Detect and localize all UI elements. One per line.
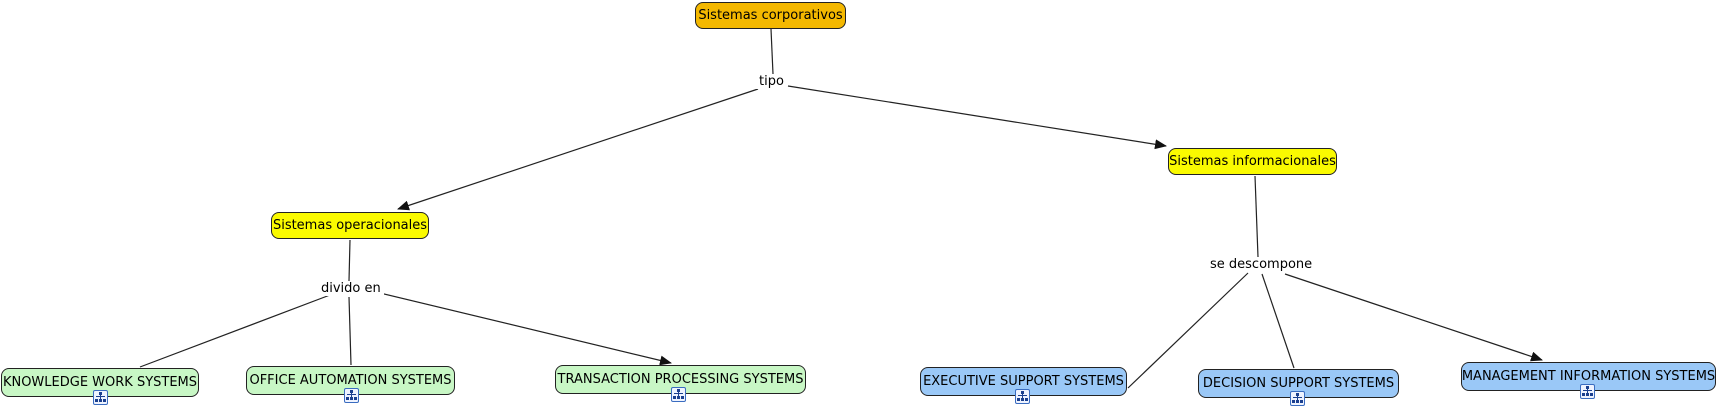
connector-descompone-executive bbox=[1127, 272, 1249, 389]
node-sistemas-corporativos[interactable]: Sistemas corporativos bbox=[695, 2, 846, 29]
submap-icon[interactable] bbox=[93, 390, 108, 405]
node-label: Sistemas informacionales bbox=[1169, 154, 1336, 169]
submap-icon[interactable] bbox=[1580, 384, 1595, 399]
node-label: MANAGEMENT INFORMATION SYSTEMS bbox=[1461, 369, 1716, 384]
connector-operacionales-divido bbox=[348, 239, 351, 282]
node-label: Sistemas corporativos bbox=[698, 8, 843, 23]
node-label: DECISION SUPPORT SYSTEMS bbox=[1202, 376, 1395, 391]
connector-root-tipo bbox=[770, 28, 774, 75]
link-label-tipo: tipo bbox=[756, 74, 787, 89]
node-label: EXECUTIVE SUPPORT SYSTEMS bbox=[923, 374, 1124, 389]
link-label-se-descompone: se descompone bbox=[1207, 257, 1316, 272]
node-label: OFFICE AUTOMATION SYSTEMS bbox=[249, 373, 452, 388]
submap-icon[interactable] bbox=[1015, 389, 1030, 404]
connector-tipo-operacionales bbox=[397, 88, 759, 211]
connector-divido-knowledge bbox=[139, 294, 331, 368]
submap-icon[interactable] bbox=[671, 387, 686, 402]
node-sistemas-operacionales[interactable]: Sistemas operacionales bbox=[271, 212, 429, 239]
link-label-divido-en: divido en bbox=[318, 281, 384, 296]
connector-divido-transaction bbox=[379, 292, 672, 366]
connector-divido-office bbox=[348, 296, 352, 366]
connector-informacionales-descompone bbox=[1254, 175, 1259, 258]
connector-tipo-informacionales bbox=[787, 85, 1167, 150]
node-sistemas-informacionales[interactable]: Sistemas informacionales bbox=[1168, 148, 1337, 175]
node-label: Sistemas operacionales bbox=[272, 218, 428, 233]
connector-descompone-management bbox=[1284, 273, 1543, 362]
node-label: KNOWLEDGE WORK SYSTEMS bbox=[2, 375, 198, 390]
node-knowledge-work-systems[interactable]: KNOWLEDGE WORK SYSTEMS bbox=[1, 368, 199, 397]
node-label: TRANSACTION PROCESSING SYSTEMS bbox=[557, 372, 804, 387]
submap-icon[interactable] bbox=[1290, 391, 1305, 406]
submap-icon[interactable] bbox=[344, 388, 359, 403]
connector-descompone-decision bbox=[1261, 273, 1295, 369]
